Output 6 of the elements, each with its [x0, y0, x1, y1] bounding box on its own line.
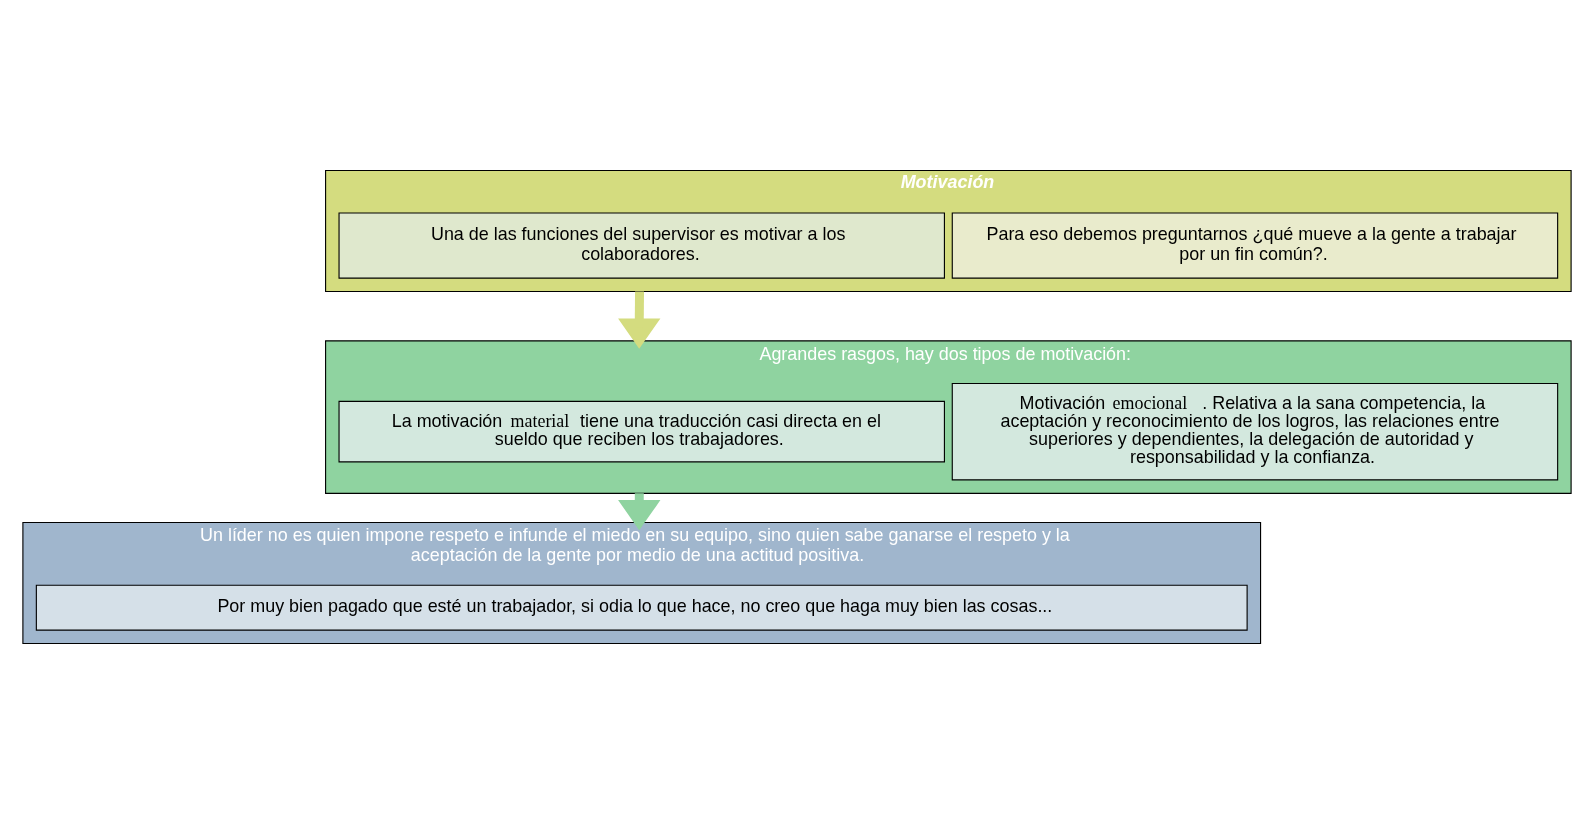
node-box: La motivación material tiene una traducción casi directa en el sueldo que reciben los trabajadores. [338, 400, 945, 462]
arrow [618, 290, 661, 349]
node-box: Para eso debemos preguntarnos ¿qué mueve a la gente a trabajar por un fin común?. [951, 212, 1559, 279]
node-box: Motivación emocional. Relativa a la sana competencia, la aceptación y reconocimiento de los logros, las relaciones entre superiores y dependientes, la delegación de autoridad y responsabilidad y la confianza. [951, 382, 1559, 480]
node-box: Una de las funciones del supervisor es motivar a los colaboradores. [338, 212, 945, 279]
node-box: Por muy bien pagado que esté un trabajador, si odia lo que hace, no creo que haga muy bien las cosas... [35, 584, 1248, 631]
